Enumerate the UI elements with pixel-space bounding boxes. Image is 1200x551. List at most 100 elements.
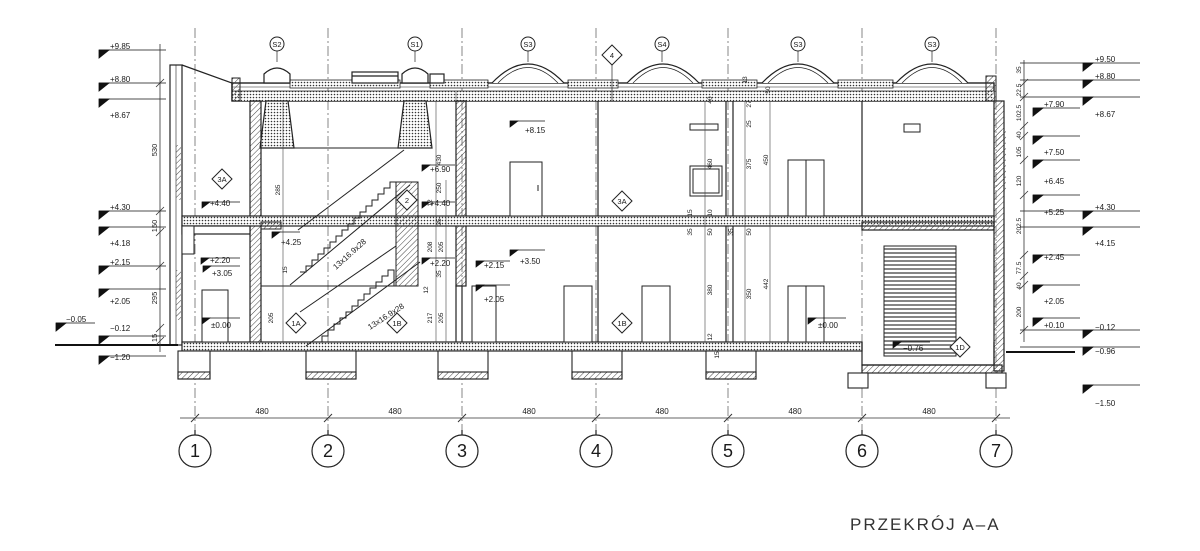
right-dim-35: 35 [1016, 66, 1023, 74]
level-3-50: +3.50 [520, 257, 541, 266]
tag-s4: S4 [657, 40, 666, 49]
dim-35-b: 35 [436, 270, 443, 278]
dim-50-w: 50 [746, 228, 753, 236]
right-dim-202-5: 202.5 [1016, 217, 1023, 234]
staircase [260, 149, 421, 347]
dim-15-v: 15 [687, 209, 694, 217]
dim-460: 460 [707, 158, 714, 169]
right-level-minus-0-96: −0.96 [1095, 347, 1116, 356]
dim-205-c: 205 [268, 312, 275, 323]
level-minus-0-76: −0.76 [903, 344, 924, 353]
right-level-8-67: +8.67 [1095, 110, 1116, 119]
level-2-20-left: +2.20 [210, 256, 231, 265]
level-3-05: +3.05 [212, 269, 233, 278]
left-level-8-80: +8.80 [110, 75, 131, 84]
dim-380: 380 [707, 284, 714, 295]
ground-line [55, 344, 1075, 353]
right-level-7-50: +7.50 [1044, 148, 1065, 157]
tag-s3-2: S3 [793, 40, 802, 49]
tag-1b-mid: 1B [617, 319, 626, 328]
dim-442: 442 [763, 278, 770, 289]
span-label-1: 480 [255, 407, 269, 416]
tag-s2: S2 [272, 40, 281, 49]
right-dim-40-b: 40 [1016, 282, 1023, 290]
stair-flight-lower [316, 269, 418, 343]
level-2-05: +2.05 [484, 295, 505, 304]
dim-35-v: 35 [687, 228, 694, 236]
axis-label-2: 2 [323, 441, 333, 461]
axis-label-4: 4 [591, 441, 601, 461]
right-level-2-05: +2.05 [1044, 297, 1065, 306]
dim-35-a: 35 [436, 218, 443, 226]
left-dim-15: 15 [150, 334, 159, 342]
dim-205-a: 205 [438, 241, 445, 252]
right-dim-105: 105 [1016, 146, 1023, 157]
dim-450: 450 [763, 154, 770, 165]
right-dim-40-a: 40 [1016, 131, 1023, 139]
right-level-7-90: +7.90 [1044, 100, 1065, 109]
level-6-90: +6.90 [430, 165, 451, 174]
dim-35-w: 35 [728, 228, 735, 236]
axis-bubbles [178, 430, 1013, 468]
interior-dimension-lines [282, 92, 771, 342]
level-8-15: +8.15 [525, 126, 546, 135]
left-level-2-15: +2.15 [110, 258, 131, 267]
left-dim-295: 295 [150, 292, 159, 305]
level-4-25: +4.25 [281, 238, 302, 247]
level-4-40-right: +4.40 [430, 199, 451, 208]
first-floor-slab [181, 215, 995, 227]
tag-4: 4 [610, 51, 614, 60]
tag-1b-stair: 1B [392, 319, 401, 328]
door-ground-2 [641, 285, 671, 343]
dim-350: 350 [746, 288, 753, 299]
ground-slab [181, 341, 863, 352]
tag-2: 2 [405, 196, 409, 205]
door-ground-5 [201, 289, 229, 343]
dim-12-a: 12 [427, 199, 434, 207]
doors [201, 159, 957, 357]
right-dim-102-5: 102.5 [1016, 104, 1023, 121]
drawing-title: PRZEKRÓJ A–A [850, 515, 1001, 534]
span-label-3: 480 [522, 407, 536, 416]
right-level-2-45: +2.45 [1044, 253, 1065, 262]
dim-285: 285 [275, 184, 282, 195]
dim-50-v: 50 [707, 228, 714, 236]
tag-s3-1: S3 [523, 40, 532, 49]
left-level-4-30: +4.30 [110, 203, 131, 212]
dim-217: 217 [427, 312, 434, 323]
left-dim-530: 530 [150, 144, 159, 157]
span-label-5: 480 [788, 407, 802, 416]
tag-circles [269, 36, 940, 52]
window-4 [181, 225, 195, 255]
left-level-minus-1-20: −1.20 [110, 353, 131, 362]
right-level-8-80: +8.80 [1095, 72, 1116, 81]
axis-label-5: 5 [723, 441, 733, 461]
dim-15-stair: 15 [282, 266, 289, 274]
span-label-2: 480 [388, 407, 402, 416]
dim-12-v: 12 [707, 333, 714, 341]
right-level-5-25: +5.25 [1044, 208, 1065, 217]
tag-1a: 1A [291, 319, 300, 328]
door-ground-4 [471, 285, 497, 343]
right-level-4-30: +4.30 [1095, 203, 1116, 212]
left-level-9-85: +9.85 [110, 42, 131, 51]
left-level-2-05: +2.05 [110, 297, 131, 306]
axis-label-3: 3 [457, 441, 467, 461]
dim-250: 250 [436, 182, 443, 193]
span-label-4: 480 [655, 407, 669, 416]
right-dim-77-5: 77.5 [1016, 261, 1023, 274]
garage-door [883, 245, 957, 357]
dim-12-b: 12 [423, 286, 430, 294]
left-dim-150: 150 [150, 220, 159, 233]
stair-label-upper: 13x16.9x28 [331, 237, 368, 272]
level-2-20-right: +2.20 [430, 259, 451, 268]
right-level-4-15: +4.15 [1095, 239, 1116, 248]
span-dimension: 480 480 480 480 480 480 [180, 407, 1010, 423]
dim-25: 25 [746, 120, 753, 128]
dim-40: 40 [707, 96, 714, 104]
roof-vent-s1 [401, 67, 429, 84]
tag-diamonds [211, 44, 971, 358]
level-4-40-left: +4.40 [210, 199, 231, 208]
level-0-00-right: ±0.00 [818, 321, 839, 330]
